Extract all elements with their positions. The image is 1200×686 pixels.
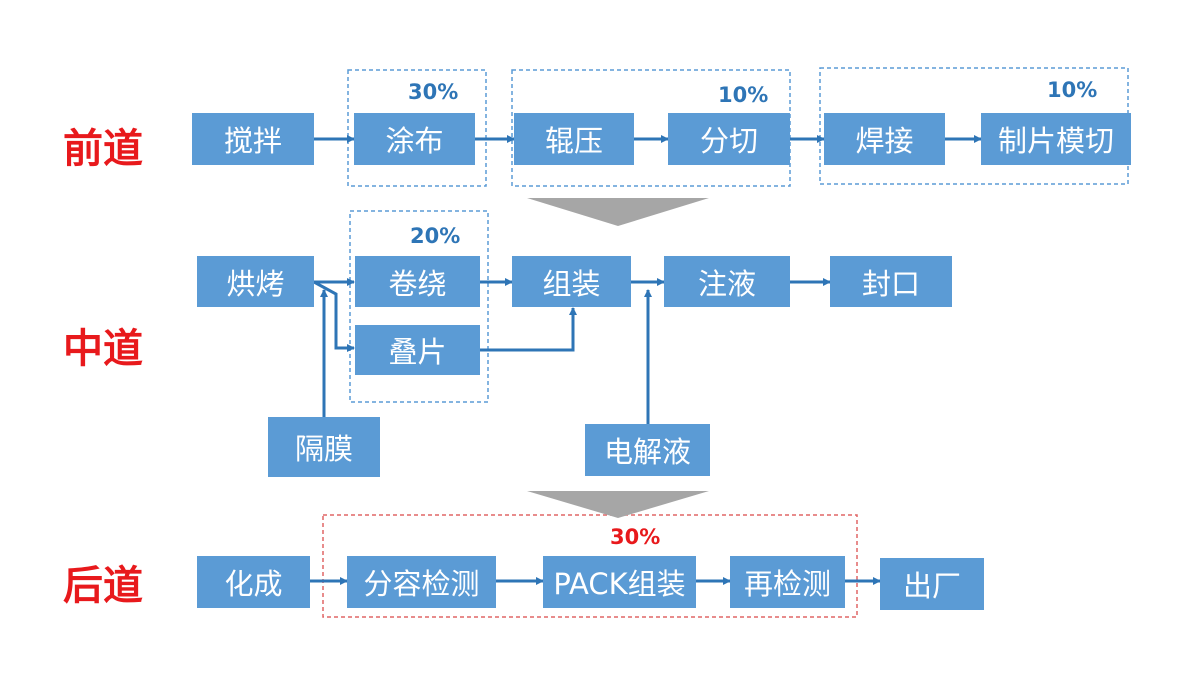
process-grading: 分容检测: [347, 556, 496, 608]
coating-group-percentage: 30%: [408, 80, 459, 104]
testing-group-percentage: 30%: [610, 525, 661, 549]
rolling-group-percentage: 10%: [718, 83, 769, 107]
process-coating: 涂布: [354, 113, 475, 165]
arrow-stacking-assembly: [480, 307, 577, 352]
process-shipment: 出厂: [880, 558, 984, 610]
process-pack-assembly: PACK组装: [543, 556, 696, 608]
process-mixing: 搅拌: [192, 113, 314, 165]
stage-label-front: 前道: [63, 126, 143, 172]
input-electrolyte: 电解液: [585, 424, 710, 476]
arrow-baking-stacking: [313, 280, 355, 352]
stage-label-middle: 中道: [63, 326, 143, 372]
process-slitting: 分切: [668, 113, 790, 165]
process-sealing: 封口: [830, 256, 952, 307]
process-die-cutting: 制片模切: [981, 113, 1131, 165]
front-to-middle-triangle: [527, 198, 709, 226]
middle-to-back-triangle: [527, 491, 709, 518]
coating-group-border: [347, 69, 487, 187]
winding-group-percentage: 20%: [410, 224, 461, 248]
welding-group-percentage: 10%: [1047, 78, 1098, 102]
process-assembly: 组装: [512, 256, 631, 307]
input-separator: 隔膜: [268, 417, 380, 477]
process-retest: 再检测: [730, 556, 845, 608]
process-winding: 卷绕: [355, 256, 480, 307]
rolling-group-border: [511, 69, 791, 187]
process-welding: 焊接: [824, 113, 945, 165]
process-formation: 化成: [197, 556, 310, 608]
testing-group-border: [322, 514, 858, 618]
process-rolling: 辊压: [514, 113, 634, 165]
process-injection: 注液: [664, 256, 790, 307]
stage-label-back: 后道: [63, 563, 143, 609]
winding-group-border: [349, 210, 489, 403]
process-baking: 烘烤: [197, 256, 314, 307]
process-stacking: 叠片: [355, 325, 480, 375]
